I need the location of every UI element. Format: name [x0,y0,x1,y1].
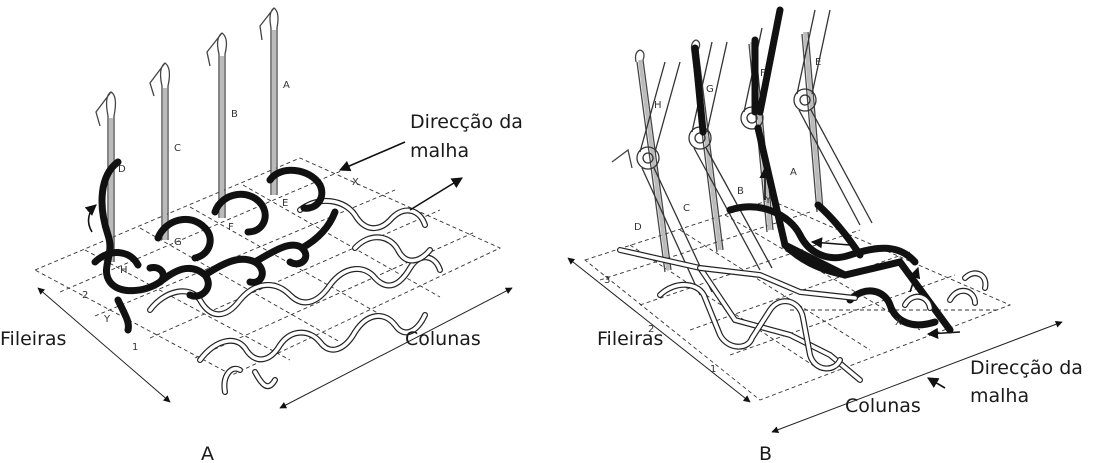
figure-b-yarn-arrow-right [928,332,960,334]
figure-b-needle-letter-b: B [737,186,744,197]
figure-a-direction-label-line2: malha [410,140,469,162]
figure-b-needle-letter-c: C [683,203,690,214]
figure-a-insert-arrow [89,205,96,232]
figure-a-direction-label-line1: Direcção da [410,111,523,133]
figure-b-needle-letter-f: F [760,68,766,79]
figure-a-columns-label: Colunas [405,328,481,350]
figure-b-needle-letter-e: E [815,57,821,68]
figure-a-row-number-1: 1 [132,342,138,353]
figure-b-dark-yarn [695,10,950,330]
figure-b-caption: B [759,443,772,463]
figure-a-needles [96,8,278,262]
figure-b-direction-label-line2: malha [970,385,1029,407]
figure-a-row-number-2: 2 [82,290,88,301]
figure-a-needle-letter-h: H [120,265,128,276]
figure-a-needle-letter-a: A [283,80,290,91]
figure-b-yarn-arrow-left [812,242,850,245]
figure-b-direction-arrow [928,378,945,388]
figure-b: A B C D E F G H X Y 1 2 3 Fileiras Colun… [568,10,1083,463]
figure-b-mark-y: Y [764,195,772,206]
figure-a-rows-label: Fileiras [0,328,66,350]
figure-b-needle-letter-h: H [654,100,662,111]
figure-b-needles [612,32,823,272]
figure-a-needle-letter-g: G [174,237,182,248]
figure-b-rows-label: Fileiras [597,328,663,350]
figure-a-caption: A [201,443,214,463]
figure-b-white-loops [620,250,985,380]
figure-a: A B C D E F G H X Y 1 2 Direcção da malh… [0,8,523,463]
figure-a-needle-letter-d: D [118,164,126,175]
figure-a-direction-arrow-out [410,178,462,210]
figure-b-row-number-1: 1 [710,364,716,375]
figure-a-mark-y: Y [103,314,111,325]
figure-b-row-number-3: 3 [604,275,610,286]
figure-a-needle-letter-b: B [231,109,238,120]
figure-a-needle-letter-c: C [174,143,181,154]
figure-a-dark-yarn [95,162,335,330]
figure-a-needle-letter-f: F [228,222,234,233]
figure-b-needle-letter-a: A [790,167,797,178]
figure-a-mark-x: X [352,177,359,188]
figure-a-needle-letter-e: E [282,198,288,209]
figure-b-columns-label: Colunas [845,395,921,417]
figure-b-needle-letter-d: D [634,222,642,233]
figure-b-needle-letter-g: G [706,84,714,95]
figure-a-direction-arrow-in [340,142,405,170]
figure-b-mark-x: X [895,317,902,328]
figure-b-direction-label-line1: Direcção da [970,357,1083,379]
